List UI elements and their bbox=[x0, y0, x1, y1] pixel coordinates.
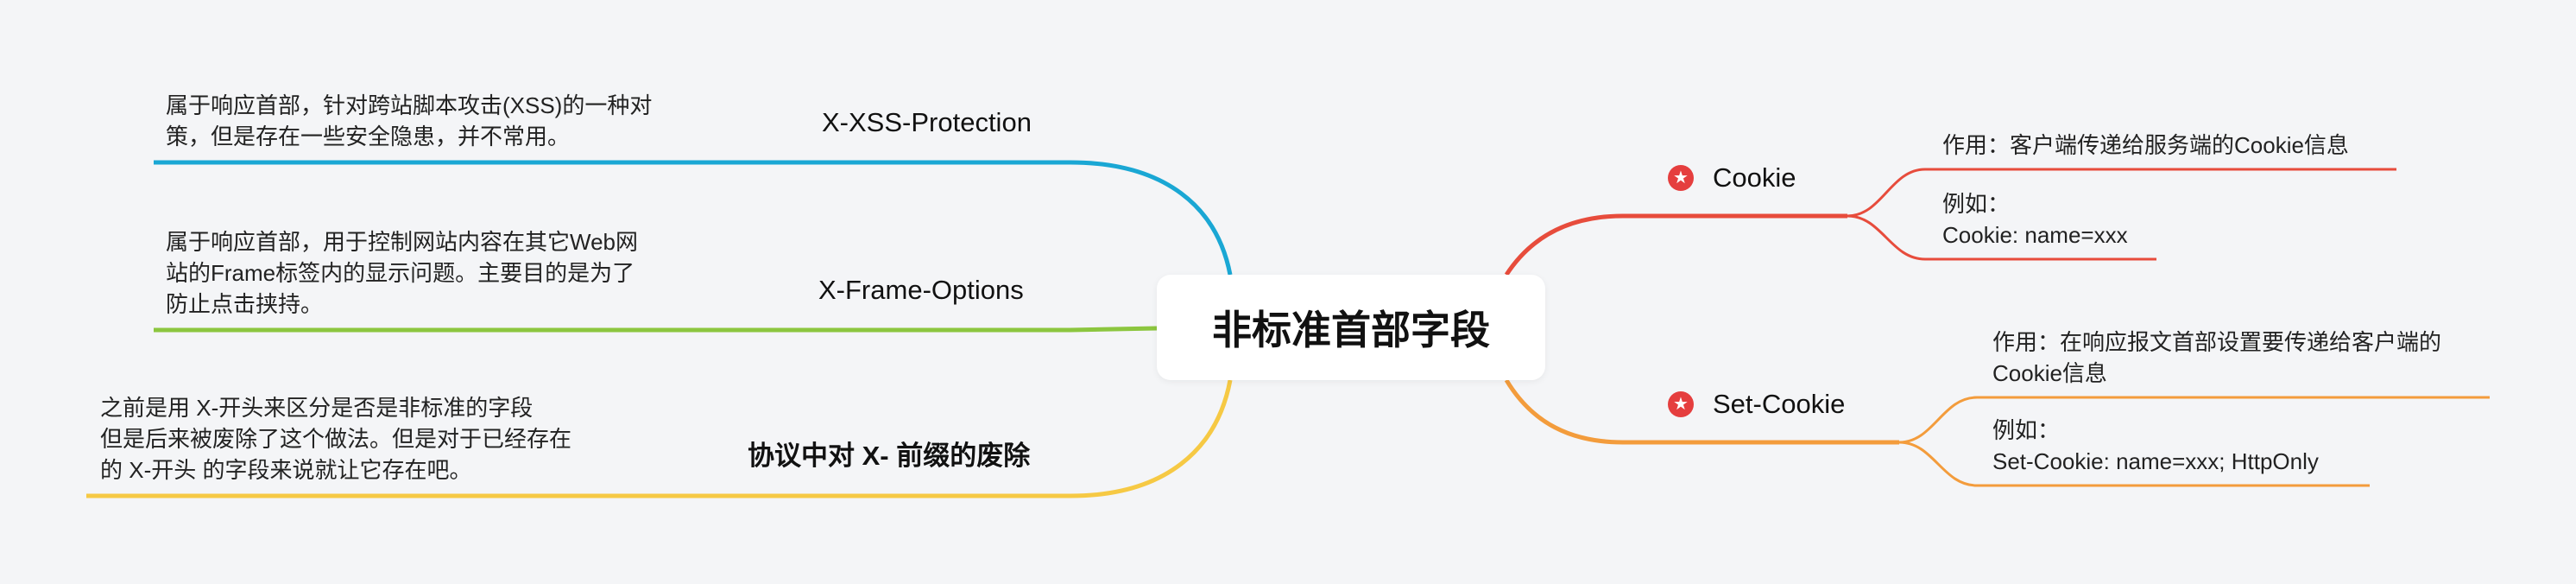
link-xprefix bbox=[86, 379, 1233, 498]
note-frame-line-2: 站的Frame标签内的显示问题。主要目的是为了 bbox=[166, 260, 635, 286]
topic-x-frame-options[interactable]: X-Frame-Options bbox=[818, 275, 1024, 305]
set-cookie-purpose-line-1: 作用：在响应报文首部设置要传递给客户端的 bbox=[1992, 329, 2442, 355]
set-cookie-example-label: 例如： bbox=[1992, 417, 2061, 443]
center-topic[interactable]: 非标准首部字段 bbox=[1157, 275, 1545, 380]
cookie-example-value: Cookie: name=xxx bbox=[1942, 222, 2128, 248]
cookie-purpose: 作用：客户端传递给服务端的Cookie信息 bbox=[1942, 132, 2349, 158]
note-frame-line-3: 防止点击挟持。 bbox=[166, 291, 324, 317]
link-xss bbox=[154, 160, 1233, 276]
cookie-example-label: 例如： bbox=[1942, 191, 2011, 217]
note-xss-line-2: 策，但是存在一些安全隐患，并不常用。 bbox=[166, 124, 571, 149]
link-cookie-child-1 bbox=[1847, 168, 2396, 218]
note-xprefix-line-2: 但是后来被废除了这个做法。但是对于已经存在 bbox=[100, 426, 572, 452]
set-cookie-example-value: Set-Cookie: name=xxx; HttpOnly bbox=[1992, 448, 2319, 474]
note-frame-line-1: 属于响应首部，用于控制网站内容在其它Web网 bbox=[166, 229, 638, 255]
topic-x-prefix-deprecation[interactable]: 协议中对 X- 前缀的废除 bbox=[748, 441, 1031, 471]
topic-set-cookie[interactable]: Set-Cookie bbox=[1713, 389, 1846, 419]
link-setcookie-child-1 bbox=[1898, 396, 2490, 444]
set-cookie-purpose-line-2: Cookie信息 bbox=[1992, 360, 2107, 386]
link-cookie-child-2 bbox=[1847, 214, 2156, 261]
link-setcookie-child-2 bbox=[1898, 441, 2370, 487]
link-cookie bbox=[1504, 213, 1847, 276]
link-setcookie bbox=[1504, 378, 1899, 445]
topic-cookie[interactable]: Cookie bbox=[1713, 162, 1796, 193]
note-xss-line-1: 属于响应首部，针对跨站脚本攻击(XSS)的一种对 bbox=[166, 92, 653, 118]
topic-x-xss-protection[interactable]: X-XSS-Protection bbox=[822, 107, 1032, 137]
note-xprefix-line-1: 之前是用 X-开头来区分是否是非标准的字段 bbox=[100, 395, 534, 421]
star-icon: ★ bbox=[1668, 391, 1694, 417]
star-icon: ★ bbox=[1668, 165, 1694, 191]
note-xprefix-line-3: 的 X-开头 的字段来说就让它存在吧。 bbox=[100, 457, 472, 483]
link-frame bbox=[154, 326, 1158, 333]
